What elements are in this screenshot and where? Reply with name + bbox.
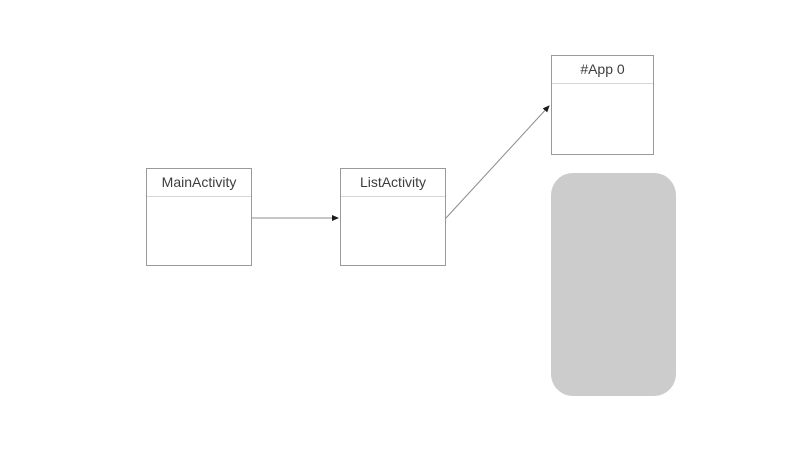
node-main-activity-title: MainActivity <box>147 169 251 197</box>
node-list-activity[interactable]: ListActivity <box>340 168 446 266</box>
node-main-activity[interactable]: MainActivity <box>146 168 252 266</box>
node-app-0[interactable]: #App 0 <box>551 55 654 155</box>
connector-list-to-app <box>445 105 550 219</box>
node-main-activity-body <box>147 197 251 265</box>
device-preview-shape[interactable] <box>551 173 676 396</box>
node-list-activity-title: ListActivity <box>341 169 445 197</box>
node-app-0-title: #App 0 <box>552 56 653 84</box>
node-list-activity-body <box>341 197 445 265</box>
node-app-0-body <box>552 84 653 154</box>
